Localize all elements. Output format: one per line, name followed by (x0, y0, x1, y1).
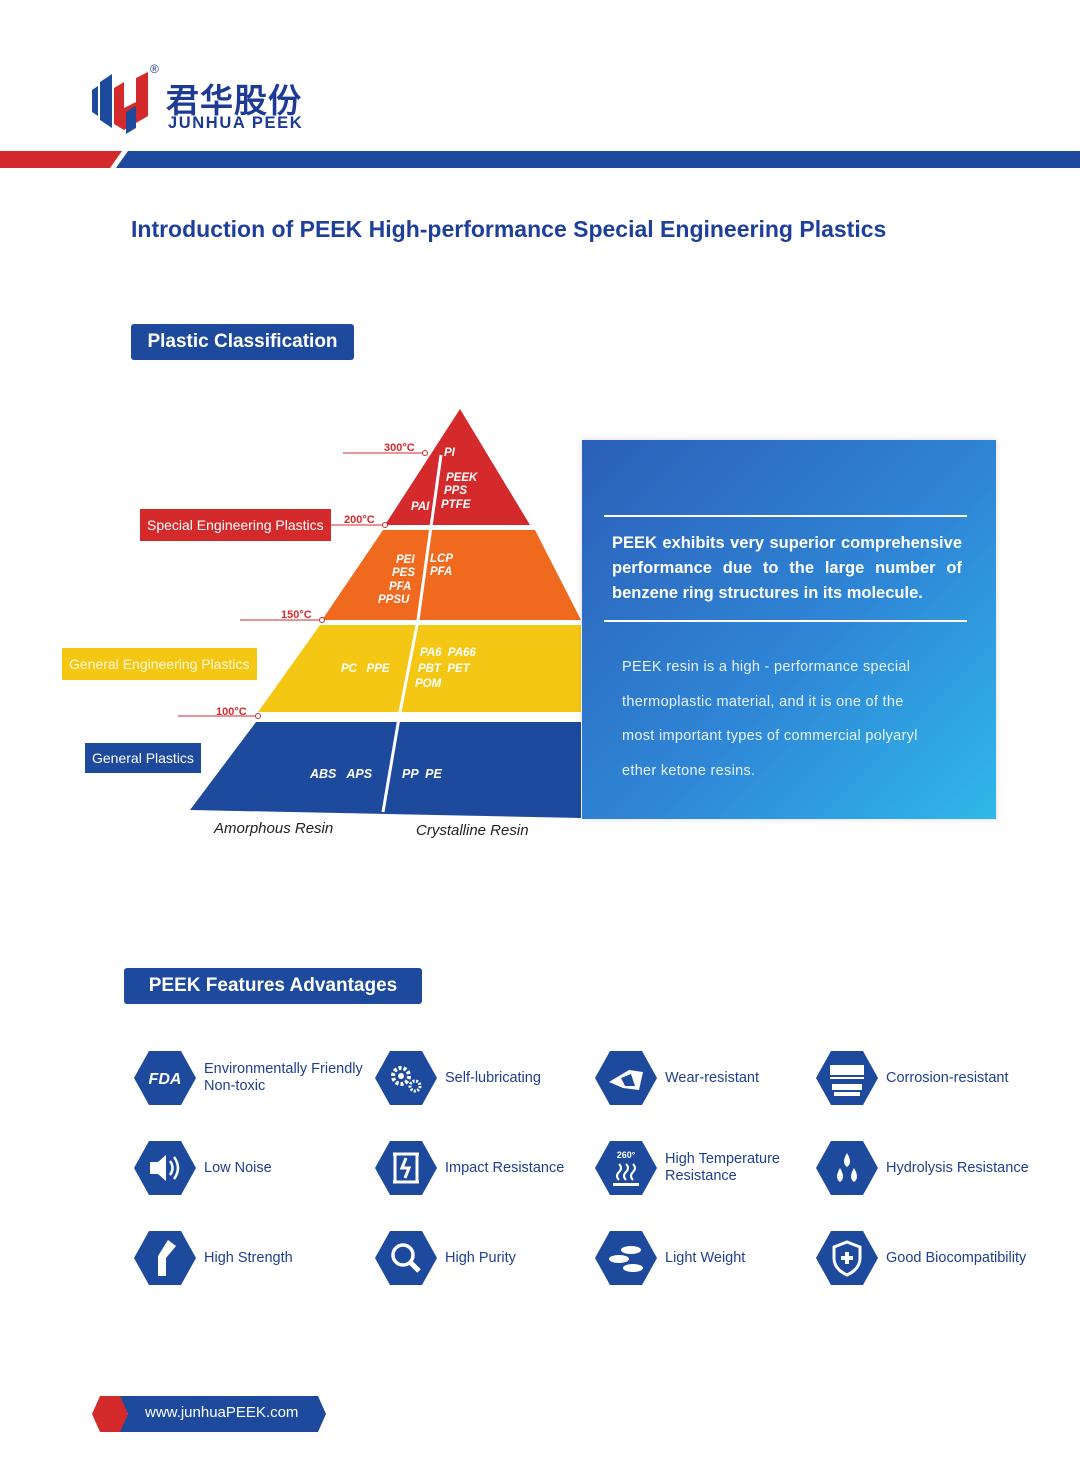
tier-upper-amorphous-1: PEI (396, 554, 415, 566)
temp-label-100: 100°C (216, 706, 247, 718)
info-body-line: most important types of commercial polya… (622, 728, 918, 744)
temp-label-200: 200°C (344, 514, 375, 526)
resin-label-amorphous: Amorphous Resin (214, 820, 334, 837)
fda-icon: FDA (134, 1051, 196, 1105)
registered-mark: ® (150, 62, 159, 76)
feature-label: Impact Resistance (445, 1159, 565, 1176)
info-body: PEEK resin is a high - performance speci… (622, 650, 962, 788)
section-tag-peek-features: PEEK Features Advantages (124, 968, 422, 1004)
heat-icon-text: 260° (617, 1150, 636, 1160)
feature-label: Non-toxic (204, 1078, 266, 1094)
feature-label: High Purity (445, 1249, 516, 1266)
feature-label: Corrosion-resistant (886, 1069, 1009, 1086)
header-stripe (0, 151, 1080, 168)
pyramid-tier-bottom (190, 722, 581, 818)
pyramid-tier-top (385, 409, 530, 525)
speaker-icon (134, 1141, 196, 1195)
info-headline-line: performance due to the large number of (612, 559, 962, 577)
tier-top-amorphous-1: PI (444, 447, 456, 459)
tier-upper-crystalline-1: LCP (430, 553, 453, 565)
pyramid-tier-upper (322, 530, 581, 620)
gears-icon (375, 1051, 437, 1105)
tier-middle-crystalline-2: PBT PET (418, 663, 471, 675)
footer-website-link[interactable]: www.junhuaPEEK.com (145, 1404, 299, 1421)
feature-label: High Strength (204, 1249, 293, 1266)
tier-top-amorphous-2: PAI (411, 501, 430, 513)
feature-item: Light Weight (595, 1230, 815, 1294)
peek-info-panel: PEEK exhibits very superior comprehensiv… (582, 440, 996, 819)
category-general-engineering-plastics: General Engineering Plastics (62, 648, 257, 680)
feature-item: Wear-resistant (595, 1050, 815, 1114)
feature-label: Environmentally Friendly (204, 1061, 363, 1077)
info-headline: PEEK exhibits very superior comprehensiv… (612, 531, 962, 606)
feature-label: Light Weight (665, 1249, 746, 1266)
feature-item: Good Biocompatibility (816, 1230, 1036, 1294)
category-general-plastics: General Plastics (85, 743, 201, 773)
page-title: Introduction of PEEK High-performance Sp… (131, 216, 887, 242)
magnifier-icon (375, 1231, 437, 1285)
feature-item: Self-lubricating (375, 1050, 595, 1114)
info-divider-top (604, 515, 967, 517)
eraser-icon (595, 1051, 657, 1105)
bent-bar-icon (134, 1231, 196, 1285)
brand-name-english: JUNHUA PEEK (168, 114, 304, 132)
pyramid-divider (381, 454, 443, 813)
tier-bottom-amorphous: ABS APS (309, 767, 373, 781)
footer-url-badge (92, 1396, 326, 1432)
tier-middle-crystalline-3: POM (415, 678, 442, 690)
info-divider-bottom (604, 620, 967, 622)
feature-label: Hydrolysis Resistance (886, 1159, 1029, 1176)
feature-item: Corrosion-resistant (816, 1050, 1036, 1114)
tier-middle-amorphous: PC PPE (341, 663, 390, 675)
tier-top-crystalline-3: PTFE (441, 499, 471, 511)
plastic-pyramid-diagram: 300°C 200°C 150°C 100°C PI PAI PEEK PPS … (178, 409, 581, 818)
feature-label: High Temperature (665, 1151, 780, 1167)
medical-shield-icon (816, 1231, 878, 1285)
info-body-line: PEEK resin is a high - performance speci… (622, 659, 911, 675)
feature-item: Low Noise (134, 1140, 354, 1204)
feature-label: Self-lubricating (445, 1069, 541, 1086)
tier-bottom-crystalline: PP PE (402, 767, 442, 781)
feather-weight-icon (595, 1231, 657, 1285)
feature-item: Impact Resistance (375, 1140, 595, 1204)
water-drops-icon (816, 1141, 878, 1195)
feature-label: Good Biocompatibility (886, 1249, 1027, 1266)
info-headline-line: benzene ring structures in its molecule. (612, 584, 923, 602)
impact-icon (375, 1141, 437, 1195)
tier-upper-crystalline-2: PFA (430, 566, 452, 578)
feature-item: High Strength (134, 1230, 354, 1294)
tier-upper-amorphous-4: PPSU (378, 594, 410, 606)
temp-label-150: 150°C (281, 609, 312, 621)
heat-icon: 260° (595, 1141, 657, 1195)
tier-upper-amorphous-2: PES (392, 567, 415, 579)
svg-text:FDA: FDA (149, 1071, 182, 1088)
category-special-engineering-plastics: Special Engineering Plastics (140, 509, 331, 541)
section-tag-plastic-classification: Plastic Classification (131, 324, 354, 360)
feature-label: Resistance (665, 1168, 737, 1184)
feature-item: Hydrolysis Resistance (816, 1140, 1036, 1204)
temp-label-300: 300°C (384, 442, 415, 454)
resin-label-crystalline: Crystalline Resin (416, 822, 529, 839)
tier-top-crystalline-1: PEEK (446, 472, 478, 484)
feature-item: High Purity (375, 1230, 595, 1294)
feature-label: Low Noise (204, 1159, 272, 1176)
dropper-icon (816, 1051, 878, 1105)
tier-top-crystalline-2: PPS (444, 485, 467, 497)
tier-middle-crystalline-1: PA6 PA66 (420, 647, 476, 659)
info-headline-line: PEEK exhibits very superior comprehensiv… (612, 534, 962, 552)
brand-name-chinese: 君华股份 (166, 81, 302, 120)
feature-label: Wear-resistant (665, 1069, 760, 1086)
tier-upper-amorphous-3: PFA (389, 581, 411, 593)
brand-logo-icon (92, 72, 148, 134)
pyramid-tier-middle (258, 625, 581, 712)
info-body-line: thermoplastic material, and it is one of… (622, 693, 904, 710)
info-body-line: ether ketone resins. (622, 762, 756, 779)
